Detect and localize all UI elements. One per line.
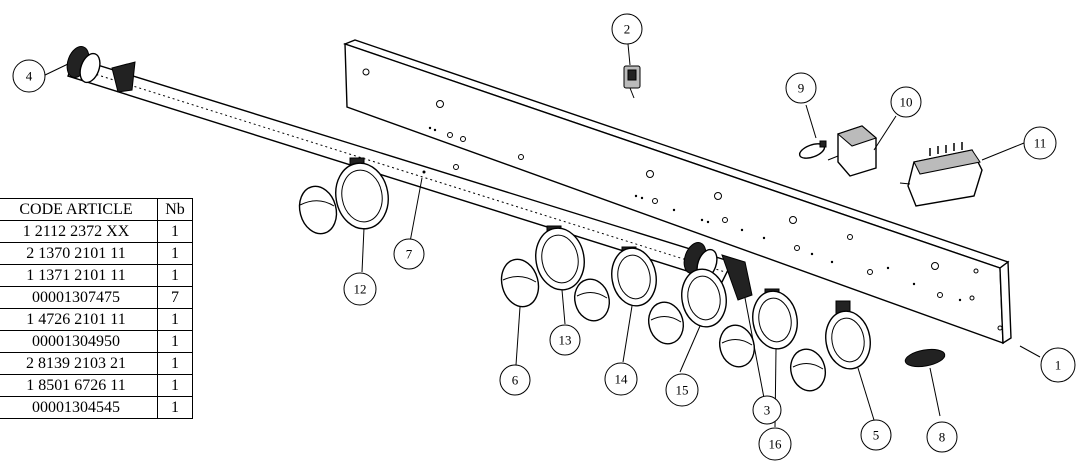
- header-code-article: CODE ARTICLE: [0, 198, 158, 221]
- parts-table-header: CODE ARTICLE Nb: [0, 198, 193, 221]
- ring-14: [611, 246, 657, 307]
- nb-cell: 1: [157, 242, 193, 265]
- ring-15: [681, 268, 727, 328]
- callout-3: 3: [752, 395, 782, 425]
- callout-label: 16: [769, 437, 783, 452]
- code-cell: 00001304950: [0, 330, 158, 353]
- callout-label: 6: [512, 373, 519, 388]
- callout-label: 15: [676, 383, 689, 398]
- ring-13: [535, 225, 585, 291]
- callout-label: 3: [764, 403, 771, 418]
- callout-label: 8: [939, 430, 946, 445]
- callout-label: 4: [26, 69, 33, 84]
- code-cell: 00001307475: [0, 286, 158, 309]
- callout-label: 11: [1034, 136, 1047, 151]
- callout-16: 16: [758, 427, 792, 461]
- nb-cell: 1: [157, 308, 193, 331]
- callout-6: 6: [499, 364, 531, 396]
- code-cell: 2 8139 2103 21: [0, 352, 158, 375]
- callout-1: 1: [1040, 347, 1076, 383]
- code-cell: 1 8501 6726 11: [0, 374, 158, 397]
- thermostat: [827, 125, 877, 177]
- callout-5: 5: [860, 419, 892, 451]
- callout-4: 4: [12, 59, 46, 93]
- callout-label: 7: [406, 247, 413, 262]
- callout-15: 15: [665, 373, 699, 407]
- callout-12: 12: [343, 272, 377, 306]
- callout-13: 13: [549, 324, 581, 356]
- rocker-switch: [623, 65, 641, 99]
- code-cell: 1 1371 2101 11: [0, 264, 158, 287]
- nb-cell: 1: [157, 396, 193, 419]
- shaft-tube: [66, 46, 753, 301]
- nb-cell: 1: [157, 220, 193, 243]
- callout-10: 10: [890, 86, 922, 118]
- callout-9: 9: [785, 72, 817, 104]
- callout-14: 14: [604, 362, 638, 396]
- header-nb: Nb: [157, 198, 193, 221]
- nb-cell: 1: [157, 330, 193, 353]
- nb-cell: 7: [157, 286, 193, 309]
- ring-16: [752, 288, 798, 350]
- callout-7: 7: [393, 238, 425, 270]
- ring-12: [335, 157, 389, 230]
- connector: [904, 348, 946, 368]
- pilot-lamp: [798, 140, 827, 159]
- leader-lines: [42, 43, 1041, 428]
- callout-label: 14: [615, 372, 629, 387]
- code-cell: 1 2112 2372 XX: [0, 220, 158, 243]
- ring-5: [825, 300, 871, 370]
- callout-label: 10: [900, 95, 913, 110]
- code-cell: 1 4726 2101 11: [0, 308, 158, 331]
- callout-8: 8: [926, 421, 958, 453]
- knob-d: [719, 324, 755, 368]
- nb-cell: 1: [157, 264, 193, 287]
- code-cell: 2 1370 2101 11: [0, 242, 158, 265]
- code-cell: 00001304545: [0, 396, 158, 419]
- callout-2: 2: [611, 13, 643, 45]
- callout-label: 1: [1055, 358, 1062, 373]
- nb-cell: 1: [157, 374, 193, 397]
- knob-6: [500, 258, 540, 308]
- callout-label: 2: [624, 22, 631, 37]
- selector-switch: [899, 142, 983, 207]
- knob-rings: [335, 157, 871, 370]
- nb-cell: 1: [157, 352, 193, 375]
- knob-b: [574, 278, 610, 322]
- callout-11: 11: [1023, 126, 1057, 160]
- control-panel: [342, 39, 1012, 345]
- knob-c: [648, 301, 684, 345]
- callout-label: 13: [559, 333, 572, 348]
- callout-label: 9: [798, 81, 805, 96]
- callout-label: 5: [873, 428, 880, 443]
- knob-a: [298, 185, 338, 235]
- callout-label: 12: [354, 282, 367, 297]
- knob-e: [790, 348, 826, 392]
